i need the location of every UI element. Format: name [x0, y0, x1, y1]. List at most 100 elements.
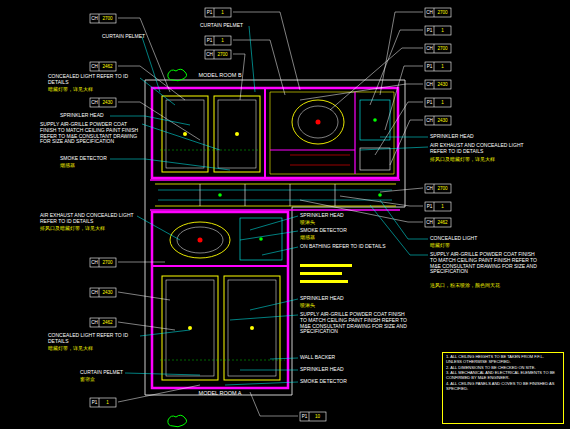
- tag-code: P1: [205, 38, 214, 43]
- leader-line: [240, 370, 298, 371]
- tag-divider: [214, 36, 215, 45]
- tag-value: 2462: [99, 320, 116, 325]
- tag-code: P1: [300, 414, 309, 419]
- tag-value: 1: [214, 10, 231, 15]
- tag-value: 2700: [214, 52, 231, 57]
- tag-box: [425, 218, 451, 227]
- tag-box: [90, 98, 116, 107]
- tag-box: [90, 288, 116, 297]
- tag-box: [425, 44, 451, 53]
- tag-code: CH: [425, 10, 434, 15]
- leader-line: [233, 40, 285, 95]
- highlight-bars: [300, 264, 352, 283]
- callout-text: 送风口，粉末喷涂，颜色同天花: [430, 283, 540, 289]
- leader-line: [118, 292, 170, 300]
- tag-value: 2462: [99, 64, 116, 69]
- tag-box: [425, 8, 451, 17]
- callout-text: SPRINKLER HEAD: [300, 296, 400, 302]
- leader-line: [380, 137, 428, 138]
- callout-text: 排风口及暗藏灯带，详见大样: [430, 157, 540, 163]
- tag-box: [90, 398, 116, 407]
- leader-line: [118, 322, 175, 330]
- ceiling-panels: [160, 92, 394, 380]
- tag-code: P1: [90, 400, 99, 405]
- tag-divider: [309, 412, 310, 421]
- tag-code: P1: [425, 204, 434, 209]
- callout-text: CURTAIN PELMET: [102, 34, 150, 40]
- leader-line: [137, 216, 180, 240]
- callout-text: CONCEALED LIGHT REFER TO ID DETAILS: [48, 74, 138, 86]
- tag-code: CH: [90, 320, 99, 325]
- tag-divider: [99, 398, 100, 407]
- leader-line: [250, 392, 298, 416]
- tag-box: [425, 26, 451, 35]
- tag-value: 2700: [434, 46, 451, 51]
- room-name: MODEL ROOM B: [190, 72, 250, 78]
- leader-line: [380, 188, 423, 192]
- leader-line: [140, 78, 175, 105]
- tag-code: CH: [425, 46, 434, 51]
- tag-divider: [434, 218, 435, 227]
- notes-box: 1. ALL CEILING HEIGHTS TO BE TAKEN FROM …: [442, 352, 564, 424]
- tag-value: 1: [214, 38, 231, 43]
- leader-line: [262, 247, 298, 255]
- callout-text: SPRINKLER HEAD: [300, 213, 400, 219]
- leader-line: [240, 231, 298, 240]
- tag-divider: [434, 62, 435, 71]
- callout-text: CURTAIN PELMET: [80, 370, 140, 376]
- room-name: MODEL ROOM A: [190, 390, 250, 396]
- leader-line: [360, 147, 428, 150]
- callout-text: CONCEALED LIGHT: [430, 236, 540, 242]
- callout-text: SPRINKLER HEAD: [60, 113, 140, 119]
- tag-box: [425, 80, 451, 89]
- callout-text: 喷淋头: [300, 303, 400, 309]
- callout-text: SUPPLY AIR-GRILLE POWDER COAT FINISH TO …: [430, 252, 540, 275]
- callout-text: SPRINKLER HEAD: [300, 367, 400, 373]
- tag-divider: [214, 50, 215, 59]
- leader-line: [142, 124, 220, 150]
- callout-text: SPRINKLER HEAD: [430, 134, 540, 140]
- leader-line: [390, 120, 423, 165]
- tag-value: 2700: [99, 260, 116, 265]
- tag-divider: [99, 288, 100, 297]
- fixture-symbols: [183, 118, 382, 330]
- tag-value: 2462: [434, 220, 451, 225]
- tag-box: [205, 50, 231, 59]
- tag-value: 2430: [434, 118, 451, 123]
- leader-line: [330, 48, 423, 110]
- note-text: 3. ALL MECHANICAL AND ELECTRICAL ELEMENT…: [446, 371, 560, 381]
- callout-text: 排风口及暗藏灯带，详见大样: [40, 226, 136, 232]
- leader-line: [300, 84, 423, 100]
- callout-text: 暗藏灯带，详见大样: [48, 87, 138, 93]
- tag-box: [425, 184, 451, 193]
- callout-text: 烟感器: [60, 163, 140, 169]
- callout-text: AIR EXHAUST AND CONCEALED LIGHT REFER TO…: [40, 213, 136, 225]
- tag-value: 10: [309, 414, 326, 419]
- tag-code: CH: [425, 118, 434, 123]
- leader-line: [142, 37, 160, 92]
- leader-line: [340, 196, 423, 206]
- tag-box: [425, 116, 451, 125]
- tag-code: CH: [90, 290, 99, 295]
- leader-line: [375, 102, 423, 155]
- tag-divider: [434, 116, 435, 125]
- plan-outline: [145, 80, 405, 395]
- leader-line: [250, 216, 298, 230]
- tag-divider: [99, 258, 100, 267]
- tag-box: [300, 412, 326, 421]
- tag-box: [90, 62, 116, 71]
- tag-box: [90, 258, 116, 267]
- tag-value: 2700: [99, 16, 116, 21]
- tag-divider: [99, 318, 100, 327]
- leader-line: [230, 315, 298, 320]
- tag-divider: [434, 26, 435, 35]
- tag-code: CH: [90, 100, 99, 105]
- tag-box: [90, 14, 116, 23]
- leader-line: [140, 330, 190, 336]
- callout-text: CURTAIN PELMET: [200, 23, 248, 29]
- leader-line: [385, 66, 423, 130]
- tag-divider: [434, 8, 435, 17]
- tag-code: CH: [425, 186, 434, 191]
- tag-code: CH: [90, 16, 99, 21]
- leader-line: [118, 66, 185, 100]
